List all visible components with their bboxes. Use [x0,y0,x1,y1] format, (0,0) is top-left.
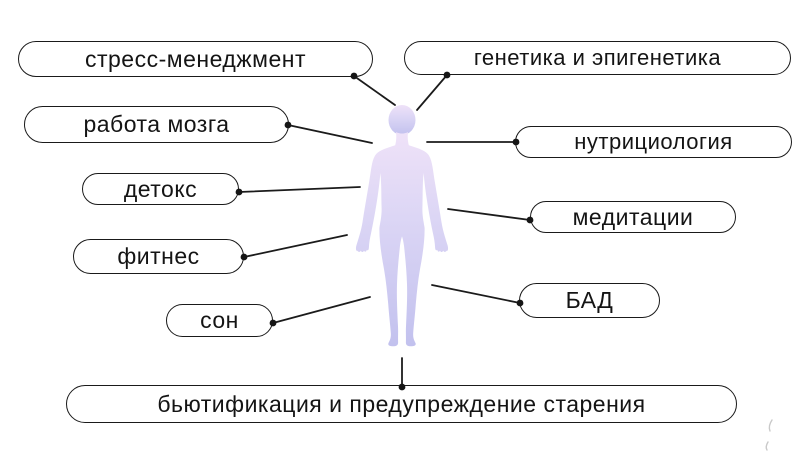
node-beautification: бьютификация и предупреждение старения [66,385,737,423]
human-silhouette [355,104,449,347]
node-fitness: фитнес [73,239,244,274]
node-supplements: БАД [519,283,660,318]
node-detox: детокс [82,173,239,205]
node-sleep: сон [166,304,273,337]
node-meditation: медитации [530,201,736,233]
node-brain-function: работа мозга [24,106,289,143]
node-nutrition: нутрициология [515,126,792,158]
node-genetics-epigenetics: генетика и эпигенетика [404,41,791,75]
watermark-mark [765,419,773,451]
node-stress-management: стресс-менеджмент [18,41,373,77]
